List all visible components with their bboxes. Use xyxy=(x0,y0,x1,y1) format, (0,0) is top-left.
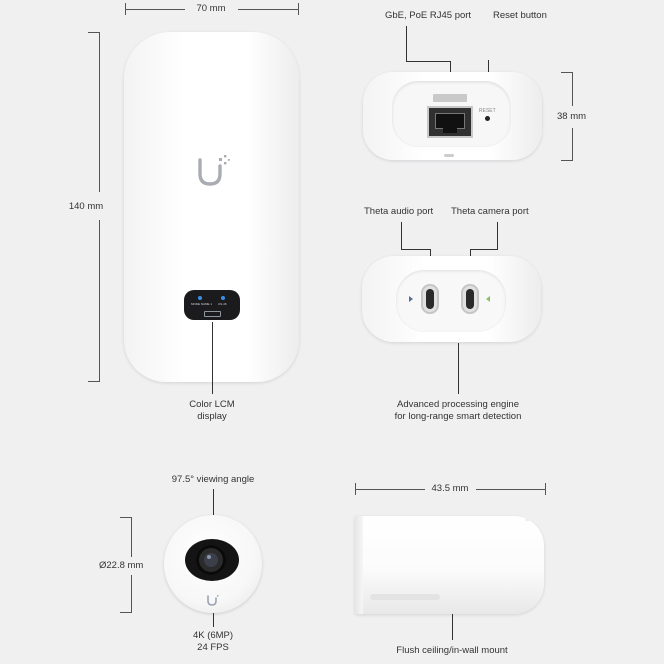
camera-side-engraving xyxy=(370,594,440,600)
theta-audio-indicator xyxy=(409,296,413,302)
gbe-callout-v1 xyxy=(406,26,407,61)
processing-callout-line xyxy=(458,343,459,394)
dim-38-tick-top xyxy=(561,72,573,73)
mount-label: Flush ceiling/in-wall mount xyxy=(396,645,508,656)
usb-c-port-icon xyxy=(421,284,439,314)
lcm-callout-line xyxy=(212,322,213,394)
theta-audio-label: Theta audio port xyxy=(364,206,434,217)
dim-38-line-top xyxy=(572,72,573,106)
camera-callout-v1 xyxy=(497,222,498,249)
audio-callout-v1 xyxy=(401,222,402,249)
processing-label-line1: Advanced processing engine xyxy=(396,399,520,410)
dim-43-label: 43.5 mm xyxy=(431,483,469,494)
rj45-port-icon xyxy=(427,106,473,138)
dim-dia-line-bottom xyxy=(131,575,132,612)
dim-70-label: 70 mm xyxy=(196,3,226,14)
color-lcm-display: MODE NAME 1 US-46 xyxy=(184,290,240,320)
camera-lens-icon xyxy=(185,539,239,581)
resolution-label-line1: 4K (6MP) xyxy=(192,630,234,641)
lcm-led-left xyxy=(198,296,202,300)
theta-camera-indicator xyxy=(486,296,490,302)
mount-callout xyxy=(452,614,453,640)
dim-70-line-left xyxy=(125,9,185,10)
dim-diameter-label: Ø22.8 mm xyxy=(99,560,144,571)
dim-38-tick-bottom xyxy=(561,160,573,161)
camera-side-notch xyxy=(525,513,533,521)
viewing-angle-callout xyxy=(213,489,214,524)
main-hub-body xyxy=(124,32,299,382)
gbe-callout-h xyxy=(406,61,451,62)
dim-dia-line-top xyxy=(131,517,132,557)
reset-button-label: Reset button xyxy=(493,10,547,21)
rj45-label-strip xyxy=(433,94,467,102)
dim-140-tick-top xyxy=(88,32,100,33)
usb-c-port-icon xyxy=(461,284,479,314)
resolution-label-line2: 24 FPS xyxy=(197,642,229,653)
lcm-label-line1: Color LCM xyxy=(189,399,235,410)
gbe-port-label: GbE, PoE RJ45 port xyxy=(385,10,472,21)
dim-140-label: 140 mm xyxy=(68,201,104,212)
dim-140-line-top xyxy=(99,32,100,192)
reset-text: RESET xyxy=(479,108,496,114)
dim-dia-tick-top xyxy=(120,517,132,518)
dim-140-tick-bottom xyxy=(88,381,100,382)
ubiquiti-logo-icon xyxy=(207,595,219,606)
viewing-angle-label: 97.5° viewing angle xyxy=(171,474,255,485)
lcm-led-right xyxy=(221,296,225,300)
dim-43-line-right xyxy=(476,489,545,490)
dim-140-line-bottom xyxy=(99,220,100,381)
dim-70-line-right xyxy=(238,9,298,10)
lcm-text-line1: MODE NAME 1 xyxy=(191,302,213,306)
camera-callout-h xyxy=(470,249,498,250)
dim-38-line-bottom xyxy=(572,128,573,160)
dim-43-line-left xyxy=(355,489,425,490)
resolution-callout xyxy=(213,613,214,627)
theta-camera-label: Theta camera port xyxy=(451,206,529,217)
port-bottom-led xyxy=(444,154,454,157)
reset-button-hole xyxy=(485,116,490,121)
lcm-text-line2: US-46 xyxy=(218,302,227,306)
ubiquiti-logo-icon xyxy=(198,155,230,186)
dim-dia-tick-bottom xyxy=(120,612,132,613)
camera-side-rear-cap xyxy=(355,516,363,614)
lcm-label-line2: display xyxy=(197,411,227,422)
lcm-bottom-bar xyxy=(204,311,221,317)
dim-70-tick-right xyxy=(298,3,299,15)
audio-callout-h xyxy=(401,249,431,250)
processing-label-line2: for long-range smart detection xyxy=(394,411,522,422)
dim-43-tick-right xyxy=(545,483,546,495)
dim-38-label: 38 mm xyxy=(557,111,587,122)
